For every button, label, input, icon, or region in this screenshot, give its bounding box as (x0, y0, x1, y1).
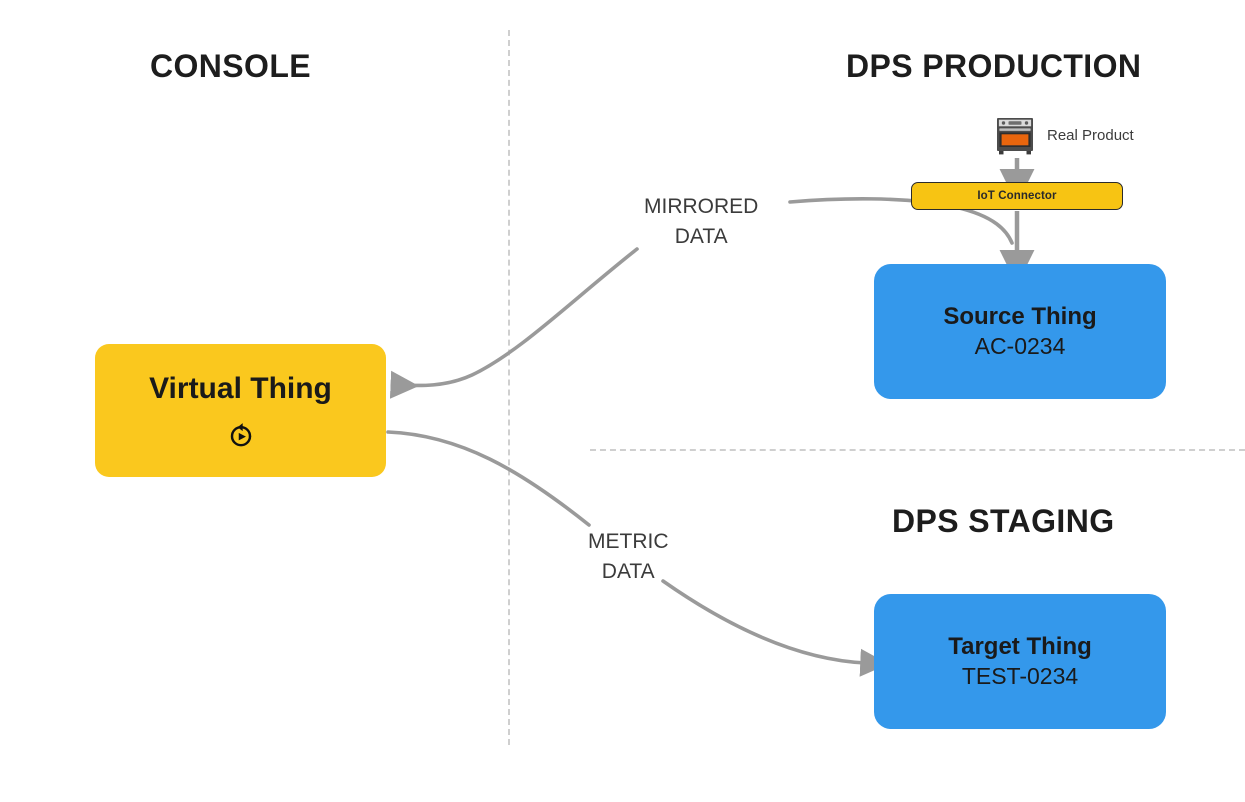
iot-connector-node[interactable]: IoT Connector (911, 182, 1123, 210)
edge-metric-data-right (661, 579, 889, 677)
edge-metric-data-left (386, 430, 591, 527)
edge-label-metric-data: METRIC DATA (588, 527, 669, 588)
edge-label-metric-data-line1: METRIC (588, 530, 669, 553)
source-thing-node[interactable]: Source Thing AC-0234 (874, 264, 1166, 399)
virtual-thing-node[interactable]: Virtual Thing (95, 344, 386, 477)
edge-label-mirrored-data-line2: DATA (674, 225, 728, 249)
edge-label-metric-data-line2: DATA (601, 560, 655, 584)
section-title-dps-production: DPS PRODUCTION (846, 48, 1142, 84)
target-thing-node[interactable]: Target Thing TEST-0234 (874, 594, 1166, 729)
real-product-label: Real Product (1047, 126, 1134, 144)
target-thing-identifier: TEST-0234 (961, 662, 1079, 689)
edge-mirrored-data-left (389, 247, 639, 399)
section-title-dps-staging: DPS STAGING (892, 503, 1115, 539)
source-thing-title: Source Thing (943, 302, 1097, 330)
source-thing-identifier: AC-0234 (974, 332, 1066, 359)
replay-icon (230, 422, 251, 447)
target-thing-title: Target Thing (948, 632, 1092, 660)
edge-label-mirrored-data: MIRRORED DATA (644, 192, 758, 253)
virtual-thing-title: Virtual Thing (149, 372, 332, 406)
divider-horizontal-environments (590, 449, 1245, 451)
edge-label-mirrored-data-line1: MIRRORED (644, 195, 759, 218)
iot-connector-label: IoT Connector (977, 190, 1057, 202)
divider-vertical-console (508, 30, 510, 745)
section-title-console: CONSOLE (150, 48, 312, 84)
real-product-group: Real Product (993, 113, 1134, 157)
oven-icon (997, 118, 1033, 155)
